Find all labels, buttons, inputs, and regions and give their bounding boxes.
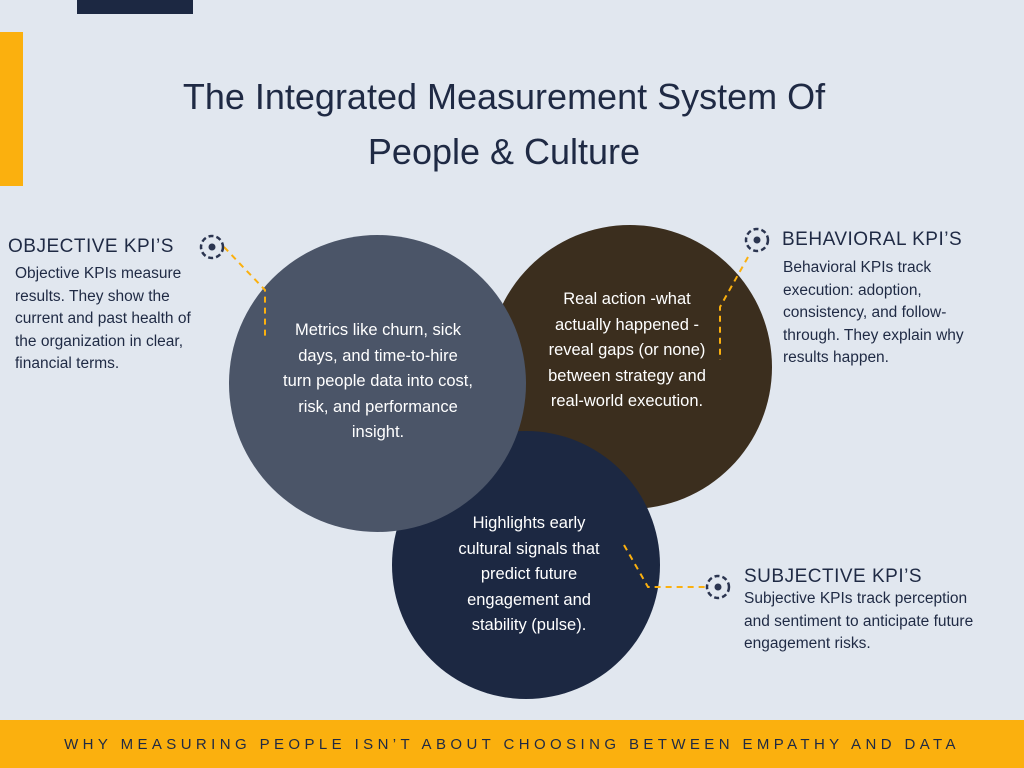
behavioral-kpi-heading: BEHAVIORAL KPI’S (782, 229, 963, 250)
behavioral-connector-line (719, 256, 749, 360)
objective-target-dot-icon (199, 234, 225, 260)
behavioral-circle-text: Real action -what actually happened - re… (548, 290, 706, 410)
subjective-kpi-description: Subjective KPIs track perception and sen… (744, 590, 974, 652)
objective-kpi-heading: OBJECTIVE KPI’S (8, 236, 174, 257)
page-title-line-2: People & Culture (367, 131, 641, 172)
objective-circle (229, 235, 526, 532)
objective-kpi-description: Objective KPIs measure results. They sho… (15, 265, 191, 372)
objective-circle-text: Metrics like churn, sick days, and time-… (283, 321, 473, 441)
page-title-line-1: The Integrated Measurement System Of (182, 76, 826, 117)
footer-tagline: WHY MEASURING PEOPLE ISN’T ABOUT CHOOSIN… (64, 735, 960, 753)
behavioral-kpi-description: Behavioral KPIs track execution: adoptio… (783, 259, 964, 366)
subjective-kpi-heading: SUBJECTIVE KPI’S (744, 566, 922, 587)
top-decor-bar (77, 0, 193, 14)
behavioral-target-dot-icon (744, 227, 770, 253)
side-accent-bar (0, 32, 23, 186)
subjective-connector-line (623, 544, 705, 588)
footer-bar: WHY MEASURING PEOPLE ISN’T ABOUT CHOOSIN… (0, 720, 1024, 768)
subjective-circle-text: Highlights early cultural signals that p… (458, 514, 600, 634)
subjective-target-dot-icon (705, 574, 731, 600)
objective-connector-line (223, 246, 266, 340)
